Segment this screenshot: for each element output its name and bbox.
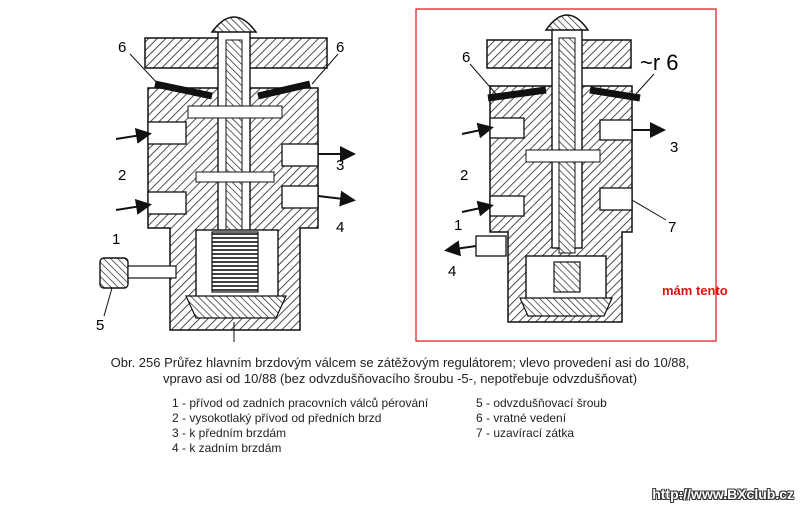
right-bottom-cup: [519, 297, 613, 317]
figure-caption: Obr. 256 Průřez hlavním brzdovým válcem …: [0, 355, 800, 387]
legend-item-3: 3 - k předním brzdám: [172, 426, 287, 440]
left-callout-1: 1: [112, 231, 120, 248]
legend-item-6: 6 - vratné vedení: [476, 411, 567, 425]
legend-item-7: 7 - uzavírací zátka: [476, 426, 575, 440]
right-leader-6a: [469, 63, 497, 95]
left-callout-6a: 6: [118, 39, 126, 56]
left-leader-6a: [129, 53, 159, 85]
left-bleed-screw: [99, 257, 129, 289]
legend-item-2: 2 - vysokotlaký přívod od předních brzd: [172, 411, 382, 425]
left-piston-rod: [225, 39, 243, 236]
right-cavity: [525, 149, 601, 163]
legend-column-left: 1 - přívod od zadních pracovních válců p…: [172, 396, 428, 456]
right-port-7: [599, 187, 633, 211]
left-spring: [211, 231, 259, 293]
right-callout-r6: ~r 6: [640, 50, 679, 75]
right-piston-rod: [558, 37, 576, 254]
left-arrow-2: [115, 127, 152, 144]
left-callout-2: 2: [118, 167, 126, 184]
left-leader-5: [103, 287, 113, 317]
right-return-line-right: [589, 86, 641, 102]
right-callout-3: 3: [670, 139, 678, 156]
right-cap-dome: [544, 14, 590, 31]
right-port-3: [599, 119, 633, 141]
left-port-1: [147, 191, 187, 215]
legend-column-right: 5 - odvzdušňovací šroub 6 - vratné veden…: [476, 396, 607, 441]
right-arrow-1: [461, 200, 494, 217]
right-callout-1: 1: [454, 217, 462, 234]
left-cavity-lower: [195, 171, 275, 183]
left-callout-6b: 6: [336, 39, 344, 56]
left-arrow-4: [317, 190, 356, 207]
right-diagram: 6 ~r 6 3 2 1 7 4: [444, 14, 679, 323]
left-bottom-cup: [185, 295, 287, 319]
left-leader-6b: [311, 53, 339, 85]
left-port-3: [281, 143, 319, 167]
right-arrow-4: [444, 240, 477, 257]
left-cavity-upper: [187, 105, 283, 119]
left-return-line-right: [257, 80, 311, 100]
right-plunger: [553, 261, 581, 293]
right-port-2: [489, 117, 525, 139]
right-return-line-left: [487, 86, 547, 102]
left-cap-dome: [210, 16, 258, 33]
note-text: mám tento: [662, 283, 728, 298]
right-port-4: [475, 235, 507, 257]
left-callout-4: 4: [336, 219, 344, 236]
right-callout-6a: 6: [462, 49, 470, 66]
legend-item-1: 1 - přívod od zadních pracovních válců p…: [172, 396, 429, 410]
left-callout-3: 3: [336, 157, 344, 174]
right-port-1: [489, 195, 525, 217]
legend-item-4: 4 - k zadním brzdám: [172, 441, 282, 455]
left-callout-5: 5: [96, 317, 104, 334]
left-arrow-1: [115, 198, 152, 215]
left-diagram: 6 6 3 2 1 4 5: [96, 16, 356, 342]
right-leader-6b: [635, 73, 655, 95]
caption-line-2: vpravo asi od 10/88 (bez odvzdušňovacího…: [162, 371, 638, 386]
watermark-url: http://www.BXclub.cz: [652, 486, 794, 502]
left-port-4: [281, 185, 319, 209]
right-callout-7: 7: [668, 219, 676, 236]
legend-item-5: 5 - odvzdušňovací šroub: [476, 396, 607, 410]
left-port-2: [147, 121, 187, 145]
right-arrow-2: [461, 122, 494, 139]
right-callout-4: 4: [448, 263, 456, 280]
left-bleed-tube: [127, 265, 177, 279]
left-return-line-left: [154, 80, 213, 100]
right-callout-2: 2: [460, 167, 468, 184]
highlight-frame: [415, 8, 717, 342]
caption-line-1: Obr. 256 Průřez hlavním brzdovým válcem …: [110, 355, 690, 370]
right-leader-7: [631, 199, 667, 221]
